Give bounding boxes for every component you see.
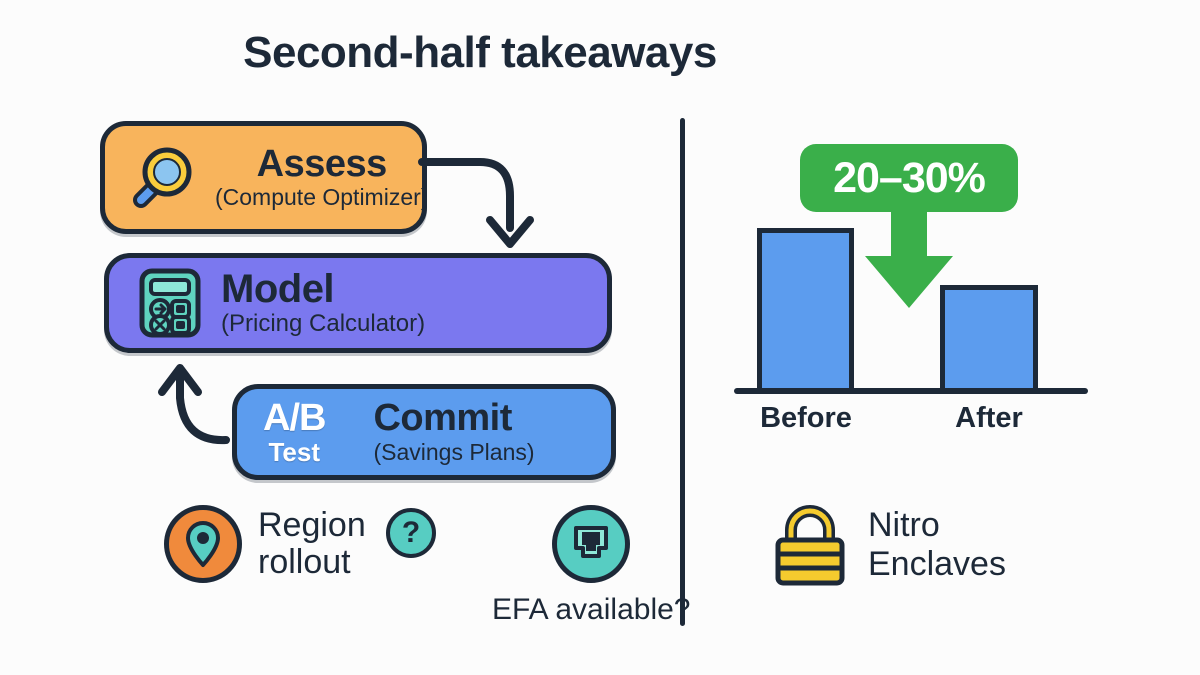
- assess-card-text: Assess (Compute Optimizer): [215, 145, 428, 209]
- arrow-assess-to-model-icon: [418, 158, 534, 248]
- bar-after: [940, 285, 1038, 393]
- feature-efa-available[interactable]: EFA available?: [492, 505, 690, 627]
- ab-test-sub: Test: [268, 437, 320, 467]
- bar-label-before: Before: [760, 402, 852, 434]
- feature-nitro-enclaves[interactable]: Nitro Enclaves: [772, 503, 1006, 587]
- assess-title: Assess: [256, 143, 388, 186]
- ethernet-port-icon: [552, 505, 631, 583]
- down-arrow-icon: [865, 208, 953, 308]
- arrow-commit-to-model-icon: [158, 364, 230, 445]
- feature-region-rollout[interactable]: Region rollout: [164, 505, 366, 583]
- page-title: Second-half takeaways: [243, 28, 717, 77]
- commit-title: Commit: [373, 397, 512, 440]
- ab-test-label: A/B Test: [263, 397, 326, 467]
- commit-card-text: Commit (Savings Plans): [373, 399, 534, 464]
- magnifier-icon: [127, 142, 199, 214]
- map-pin-icon: [164, 505, 242, 583]
- question-mark-badge-icon[interactable]: ?: [386, 508, 436, 558]
- model-card-text: Model (Pricing Calculator): [221, 266, 426, 338]
- flow-card-model[interactable]: Model (Pricing Calculator): [104, 253, 612, 353]
- padlock-icon: [772, 503, 848, 587]
- assess-subtitle: (Compute Optimizer): [215, 183, 429, 210]
- savings-bar-chart: 20–30% Before After: [700, 130, 1120, 460]
- nitro-enclaves-label: Nitro Enclaves: [868, 505, 1006, 583]
- bar-label-after: After: [955, 402, 1023, 434]
- ab-test-main: A/B: [263, 397, 326, 439]
- calculator-icon: [137, 267, 203, 339]
- efa-available-label: EFA available?: [492, 593, 691, 626]
- chart-baseline-axis: [734, 388, 1088, 394]
- vertical-divider: [680, 118, 685, 626]
- savings-percent-badge: 20–30%: [800, 144, 1018, 212]
- region-rollout-label: Region rollout: [258, 505, 366, 581]
- commit-subtitle: (Savings Plans): [373, 438, 535, 465]
- model-subtitle: (Pricing Calculator): [221, 310, 426, 338]
- model-title: Model: [221, 266, 335, 311]
- flow-card-commit[interactable]: A/B Test Commit (Savings Plans): [232, 384, 616, 480]
- bar-before: [757, 228, 854, 393]
- flow-card-assess[interactable]: Assess (Compute Optimizer): [100, 121, 428, 234]
